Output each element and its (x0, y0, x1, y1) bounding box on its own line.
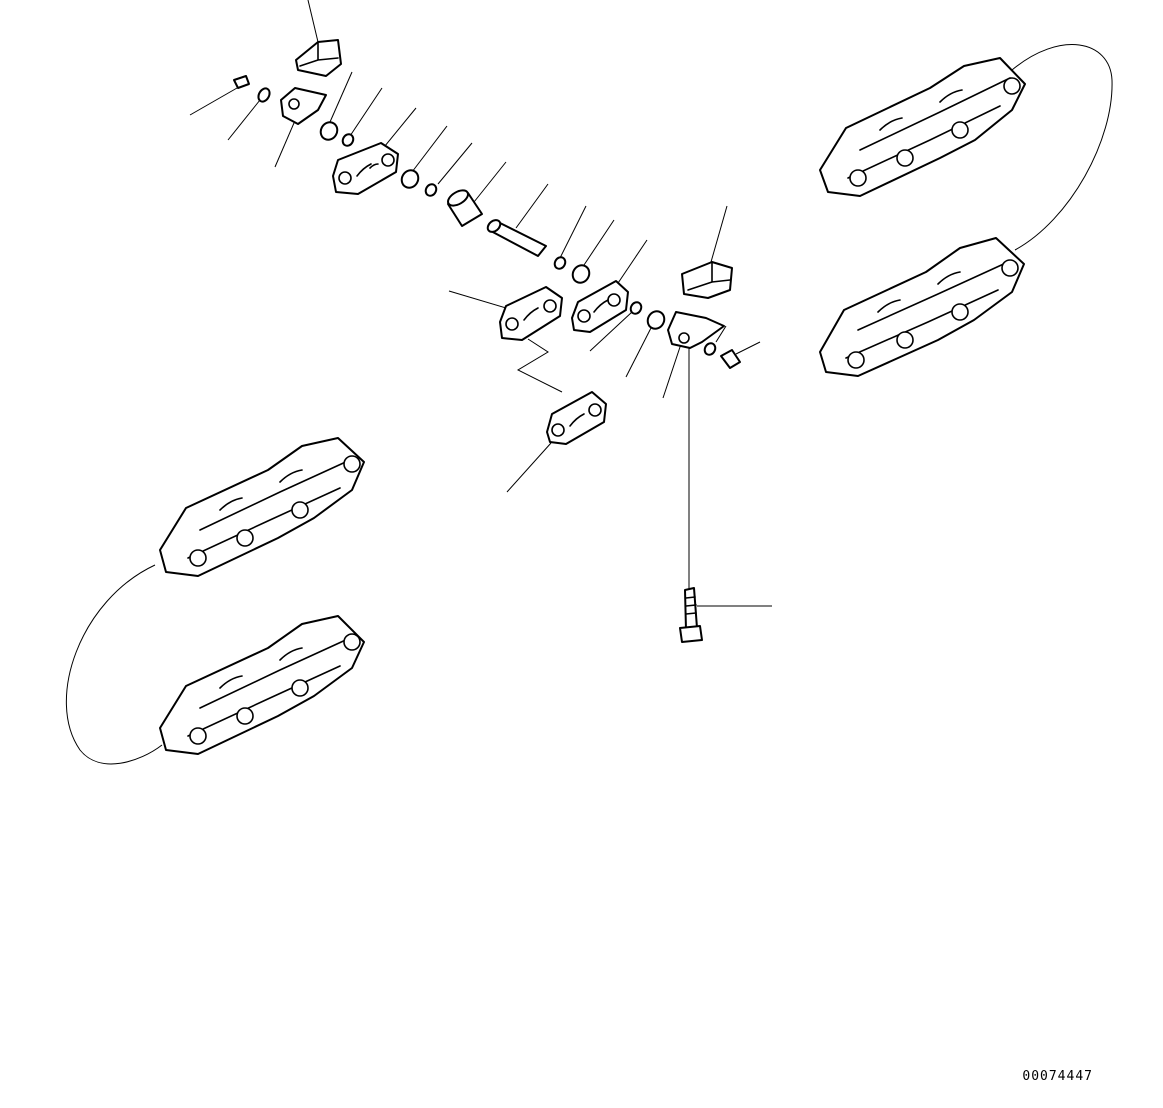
seal-ring-6 (571, 264, 591, 284)
master-link-right-upper (681, 261, 733, 299)
link-plate-lower (546, 391, 607, 445)
pin-right (720, 349, 741, 369)
shoe-bolt (679, 587, 703, 643)
chain-loop-right (1011, 44, 1113, 251)
ring-small (257, 87, 271, 103)
seal-ring-4 (424, 183, 438, 197)
master-link-upper-bracket (295, 39, 342, 77)
track-link-chain-mid-right (819, 237, 1025, 377)
track-pin (486, 219, 547, 257)
link-plate-mid-left (499, 286, 563, 341)
seal-ring-5 (553, 256, 567, 270)
bushing (447, 189, 483, 227)
master-link-lower-bracket (280, 87, 327, 125)
seal-ring-3 (400, 169, 420, 189)
seal-ring-2 (341, 133, 355, 147)
seal-ring-7 (629, 301, 643, 315)
track-link-chain-mid-left (159, 437, 365, 577)
figure-code: 00074447 (1022, 1069, 1093, 1084)
track-link-chain-top-right (819, 57, 1026, 197)
link-plate-upper (332, 142, 399, 195)
track-link-chain-bottom-left (159, 615, 365, 755)
seal-ring-1 (319, 121, 339, 141)
ring-right (703, 342, 717, 356)
pin-small (233, 75, 250, 89)
master-link-right-lower (667, 311, 725, 349)
link-plate-mid-right (571, 280, 629, 333)
chain-loop-left (65, 564, 163, 765)
seal-ring-8 (646, 310, 666, 330)
break-line (516, 338, 563, 393)
